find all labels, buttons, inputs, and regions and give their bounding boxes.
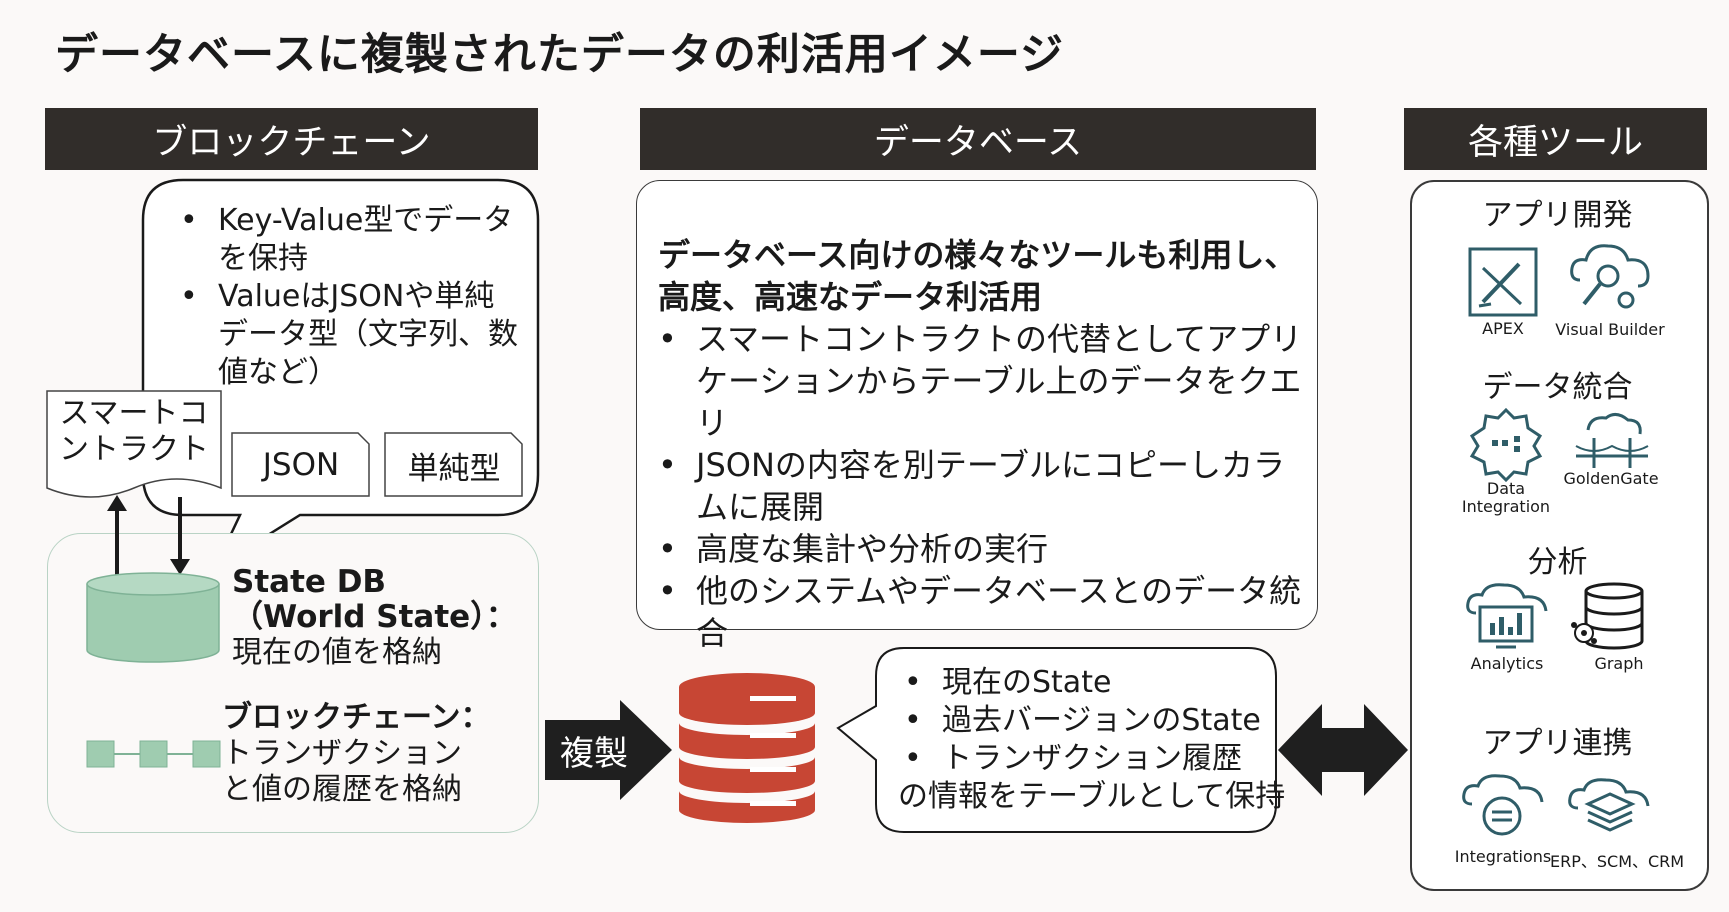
smart-contract-doc	[46, 390, 222, 498]
tool-section-title: アプリ開発	[1482, 198, 1633, 233]
callout-item: 現在のState	[894, 664, 1274, 702]
json-note: JSON	[262, 447, 340, 483]
usage-item: JSONの内容を別テーブルにコピーしカラムに展開	[648, 444, 1303, 528]
chain-title: ブロックチェーン：	[222, 700, 491, 735]
simple-type-note-shape	[384, 432, 523, 497]
erp-scm-crm-icon	[1568, 778, 1650, 832]
statedb-title: State DB	[232, 564, 387, 600]
visual-builder-icon	[1570, 244, 1650, 309]
simple-type-note: 単純型	[407, 450, 501, 487]
database-usage-list: スマートコントラクトの代替としてアプリケーションからテーブル上のデータをクエリ …	[648, 318, 1303, 654]
statedb-desc: 現在の値を格納	[232, 635, 442, 670]
statedb-subtitle: （World State）：	[232, 599, 517, 635]
integrations-icon	[1462, 774, 1544, 836]
replicate-arrow	[545, 700, 672, 800]
smart-contract-label: スマートコントラクト	[59, 396, 209, 467]
replicate-label: 複製	[560, 733, 628, 774]
tool-label: Integrations	[1454, 847, 1552, 866]
bidirectional-arrow	[1278, 704, 1408, 796]
tool-section-title: 分析	[1527, 545, 1588, 580]
tool-label: Data Integration	[1461, 479, 1551, 516]
tool-label: Visual Builder	[1555, 320, 1665, 339]
tool-label: GoldenGate	[1563, 469, 1659, 488]
header-blockchain: ブロックチェーン	[45, 108, 538, 170]
bubble-list: Key-Value型でデータを保持 ValueはJSONや単純データ型（文字列、…	[170, 202, 520, 392]
chain-desc: トランザクションと値の履歴を格納	[222, 736, 462, 807]
header-database: データベース	[640, 108, 1316, 170]
bubble-item: ValueはJSONや単純データ型（文字列、数値など）	[170, 278, 520, 392]
data-integration-icon	[1469, 407, 1543, 483]
tool-label: APEX	[1482, 319, 1524, 338]
tool-label: Analytics	[1470, 654, 1544, 673]
tool-section-title: データ統合	[1482, 370, 1633, 405]
tool-label: ERP、SCM、CRM	[1550, 852, 1685, 871]
analytics-icon	[1466, 583, 1548, 649]
statedb-cylinder	[86, 572, 220, 663]
header-tools: 各種ツール	[1404, 108, 1707, 170]
usage-item: スマートコントラクトの代替としてアプリケーションからテーブル上のデータをクエリ	[648, 318, 1303, 444]
callout-item: 過去バージョンのState	[894, 702, 1274, 740]
tool-section-title: アプリ連携	[1482, 726, 1633, 761]
usage-item: 高度な集計や分析の実行	[648, 528, 1303, 570]
goldengate-icon	[1575, 413, 1649, 468]
usage-item: 他のシステムやデータベースとのデータ統合	[648, 570, 1303, 654]
graph-icon	[1571, 582, 1644, 650]
database-icon	[679, 673, 815, 823]
bubble-item: Key-Value型でデータを保持	[170, 202, 520, 278]
callout-tail-text: の情報をテーブルとして保持	[898, 779, 1286, 814]
callout-list: 現在のState 過去バージョンのState トランザクション履歴	[894, 664, 1274, 778]
tool-label: Graph	[1594, 654, 1644, 673]
chain-icon	[86, 740, 221, 768]
json-note-shape	[231, 432, 370, 497]
callout-item: トランザクション履歴	[894, 740, 1274, 778]
tools-box	[1410, 180, 1709, 891]
apex-icon	[1468, 247, 1538, 317]
query-arrows	[107, 495, 190, 575]
database-lead: データベース向けの様々なツールも利用し、高度、高速なデータ利活用	[658, 236, 1297, 316]
page-title: データベースに複製されたデータの利活用イメージ	[55, 30, 1064, 80]
